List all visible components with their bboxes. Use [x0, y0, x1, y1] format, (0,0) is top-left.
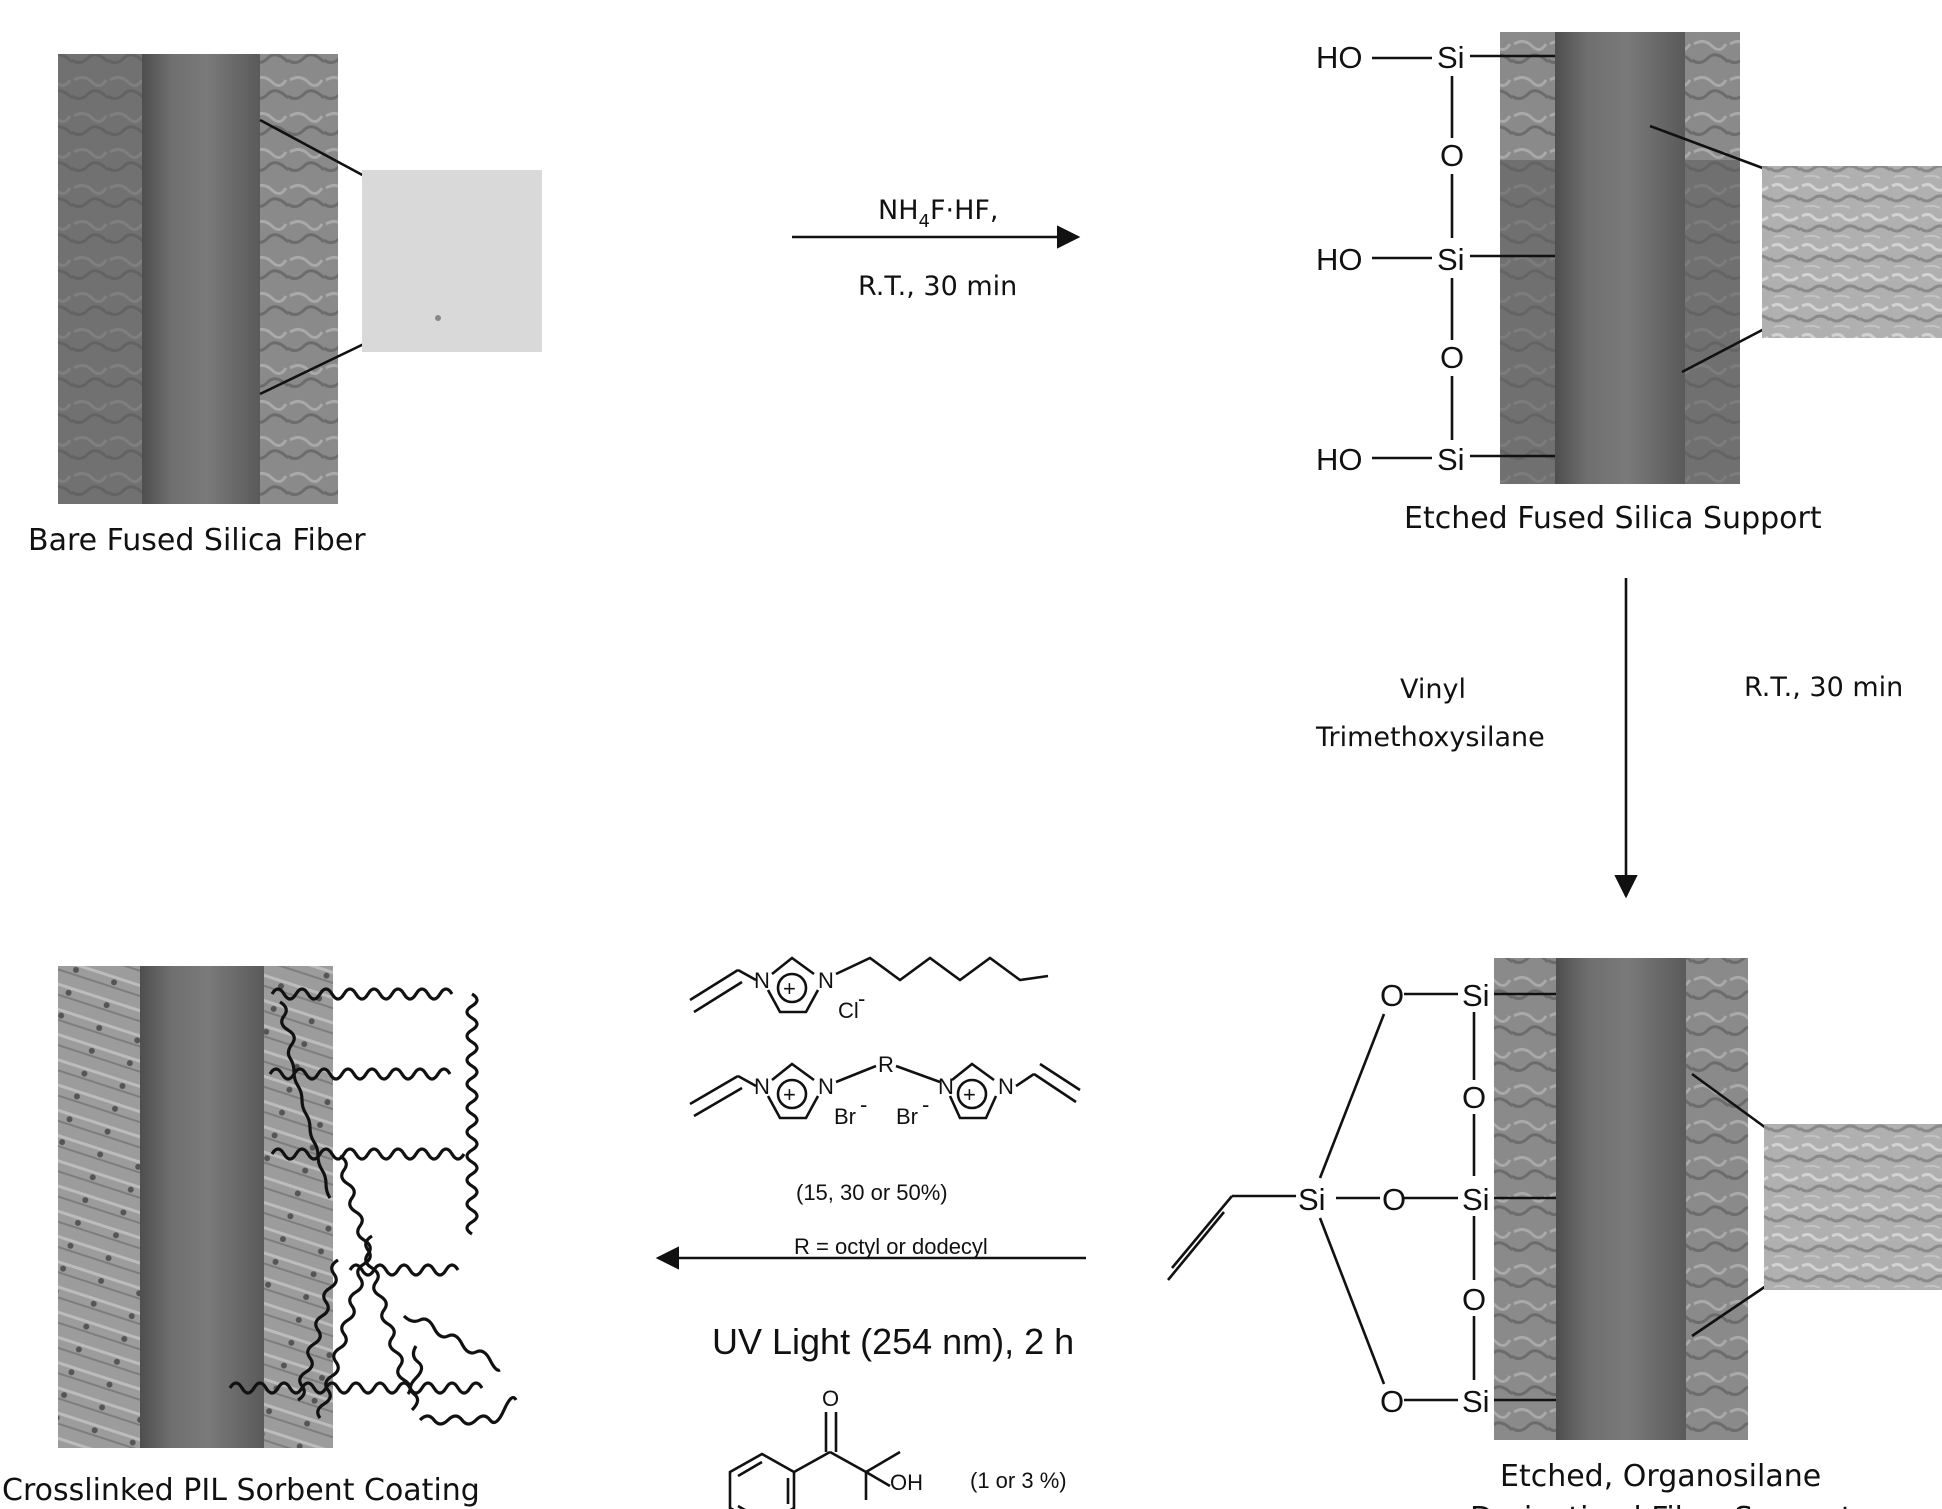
pil-coating-caption: Crosslinked PIL Sorbent Coating	[2, 1473, 480, 1508]
step1-conditions: R.T., 30 min	[858, 271, 1017, 302]
svg-text:+: +	[963, 1082, 976, 1107]
svg-text:O: O	[1440, 340, 1464, 375]
svg-text:+: +	[783, 976, 796, 1001]
svg-text:(1 or 3 %): (1 or 3 %)	[970, 1468, 1067, 1493]
bare-fiber-caption: Bare Fused Silica Fiber	[28, 523, 366, 558]
polymer-network-wavy-chains	[228, 987, 518, 1426]
svg-text:N: N	[754, 1074, 770, 1099]
svg-text:O: O	[1380, 978, 1404, 1013]
svg-text:Si: Si	[1298, 1182, 1326, 1217]
organosilane-fiber-panel: O Si O Si O Si O O Si	[1166, 958, 1942, 1509]
il-monomer-structure: N + N Cl -	[689, 956, 1049, 1023]
svg-text:OH: OH	[890, 1470, 923, 1495]
step1-etching: NH4F·HF, R.T., 30 min	[792, 195, 1081, 302]
svg-text:Cl: Cl	[838, 998, 859, 1023]
svg-text:O: O	[1440, 138, 1464, 173]
svg-text:O: O	[1462, 1282, 1486, 1317]
pil-coating-strand	[140, 966, 264, 1448]
svg-text:Si: Si	[1437, 40, 1465, 75]
svg-text:Br: Br	[896, 1104, 918, 1129]
svg-text:-: -	[860, 1092, 867, 1117]
svg-text:N: N	[754, 968, 770, 993]
svg-text:Br: Br	[834, 1104, 856, 1129]
svg-text:+: +	[783, 1082, 796, 1107]
zoom-leader-line	[1649, 124, 1769, 172]
etched-fiber-zoom-inset	[1762, 166, 1942, 338]
organosilane-fiber-strand	[1556, 958, 1686, 1440]
vinylsilane-structure: O Si O Si O Si O O Si	[1166, 978, 1556, 1419]
svg-text:O: O	[1462, 1080, 1486, 1115]
svg-text:N: N	[818, 1074, 834, 1099]
svg-text:Si: Si	[1437, 442, 1465, 477]
svg-text:O: O	[822, 1386, 839, 1411]
r-group-definition: R = octyl or dodecyl	[794, 1234, 988, 1259]
svg-text:-: -	[858, 986, 865, 1011]
etched-fiber-panel: HO Si O HO Si O HO Si Etched Fused Silic…	[1316, 32, 1942, 536]
etched-fiber-strand	[1555, 32, 1685, 484]
silanol-structure: HO Si O HO Si O HO Si	[1316, 40, 1555, 477]
svg-text:-: -	[922, 1092, 929, 1117]
svg-text:Si: Si	[1462, 1182, 1490, 1217]
svg-text:N: N	[938, 1074, 954, 1099]
pil-coating-panel: Crosslinked PIL Sorbent Coating	[2, 966, 518, 1508]
zoom-leader-line	[1681, 326, 1767, 374]
etched-fiber-caption: Etched Fused Silica Support	[1404, 501, 1822, 536]
svg-text:HO: HO	[1316, 442, 1363, 477]
svg-text:HO: HO	[1316, 242, 1363, 277]
step2-reagent-line1: Vinyl	[1400, 674, 1466, 705]
step3-polymerization: N + N Cl - N + N Br - R Br - N	[655, 956, 1086, 1509]
step2-conditions: R.T., 30 min	[1744, 672, 1903, 703]
organosilane-caption-line1: Etched, Organosilane	[1500, 1459, 1821, 1494]
organosilane-caption-line2: Derivatized Fiber Support	[1470, 1501, 1853, 1509]
uv-conditions: UV Light (254 nm), 2 h	[712, 1321, 1074, 1362]
zoom-leader-line	[259, 340, 369, 396]
zoom-leader-line	[1691, 1284, 1767, 1338]
zoom-leader-line	[1691, 1072, 1767, 1130]
bare-fiber-zoom-inset	[362, 170, 542, 352]
svg-text:O: O	[1382, 1182, 1406, 1217]
svg-text:R: R	[878, 1052, 894, 1077]
bare-fiber-panel: Bare Fused Silica Fiber	[28, 54, 542, 558]
photoinitiator-structure: O OH (1 or 3 %)	[728, 1386, 1067, 1509]
il-crosslinker-structure: N + N Br - R Br - N + N	[689, 1052, 1081, 1129]
step2-silanization: Vinyl Trimethoxysilane R.T., 30 min	[1315, 578, 1903, 899]
bare-fiber-strand	[142, 54, 260, 504]
svg-text:Si: Si	[1437, 242, 1465, 277]
organosilane-fiber-zoom-inset	[1764, 1124, 1942, 1290]
step2-reagent-line2: Trimethoxysilane	[1315, 722, 1545, 753]
crosslinker-loading: (15, 30 or 50%)	[796, 1180, 948, 1205]
step1-reagent: NH4F·HF,	[878, 195, 998, 232]
svg-text:N: N	[818, 968, 834, 993]
svg-text:HO: HO	[1316, 40, 1363, 75]
svg-text:O: O	[1380, 1384, 1404, 1419]
svg-text:Si: Si	[1462, 1384, 1490, 1419]
svg-text:N: N	[998, 1074, 1014, 1099]
svg-text:Si: Si	[1462, 978, 1490, 1013]
zoom-leader-line	[259, 118, 369, 180]
